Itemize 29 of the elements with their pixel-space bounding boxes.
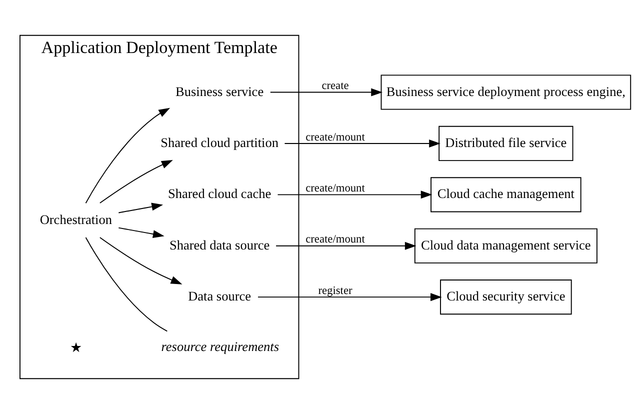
node-box: Cloud data management service [414,228,598,263]
node-text: Shared cloud cache [168,186,272,201]
arrow [284,138,440,147]
arrow [118,226,164,238]
node-box: Cloud security service [440,279,572,314]
arrow [118,202,164,213]
edge-label: create/mount [306,233,365,246]
node-text: Data source [188,288,252,304]
label: ★ [70,339,82,354]
arrow [276,241,416,250]
node-text: Business service [176,83,264,98]
node-text: Shared data source [169,236,270,252]
arrow [85,107,170,204]
arrow [99,160,173,203]
node-text: Orchestration [40,211,112,226]
arrow [258,292,442,301]
arrow [277,190,432,198]
node-box: Cloud cache management [430,176,582,212]
edge-label: create/mount [306,182,365,194]
arrow [99,236,182,284]
edge-label: create/mount [306,130,365,143]
node-text: Shared cloud partition [160,134,279,150]
arrow [270,88,383,96]
connector [85,236,168,332]
node-box: Distributed file service [438,125,574,161]
node-box: Business service deployment process engine, [380,74,632,110]
edge-label: register [318,284,352,296]
edge-label: create [322,80,349,92]
node-text: resource requirements [161,338,280,354]
